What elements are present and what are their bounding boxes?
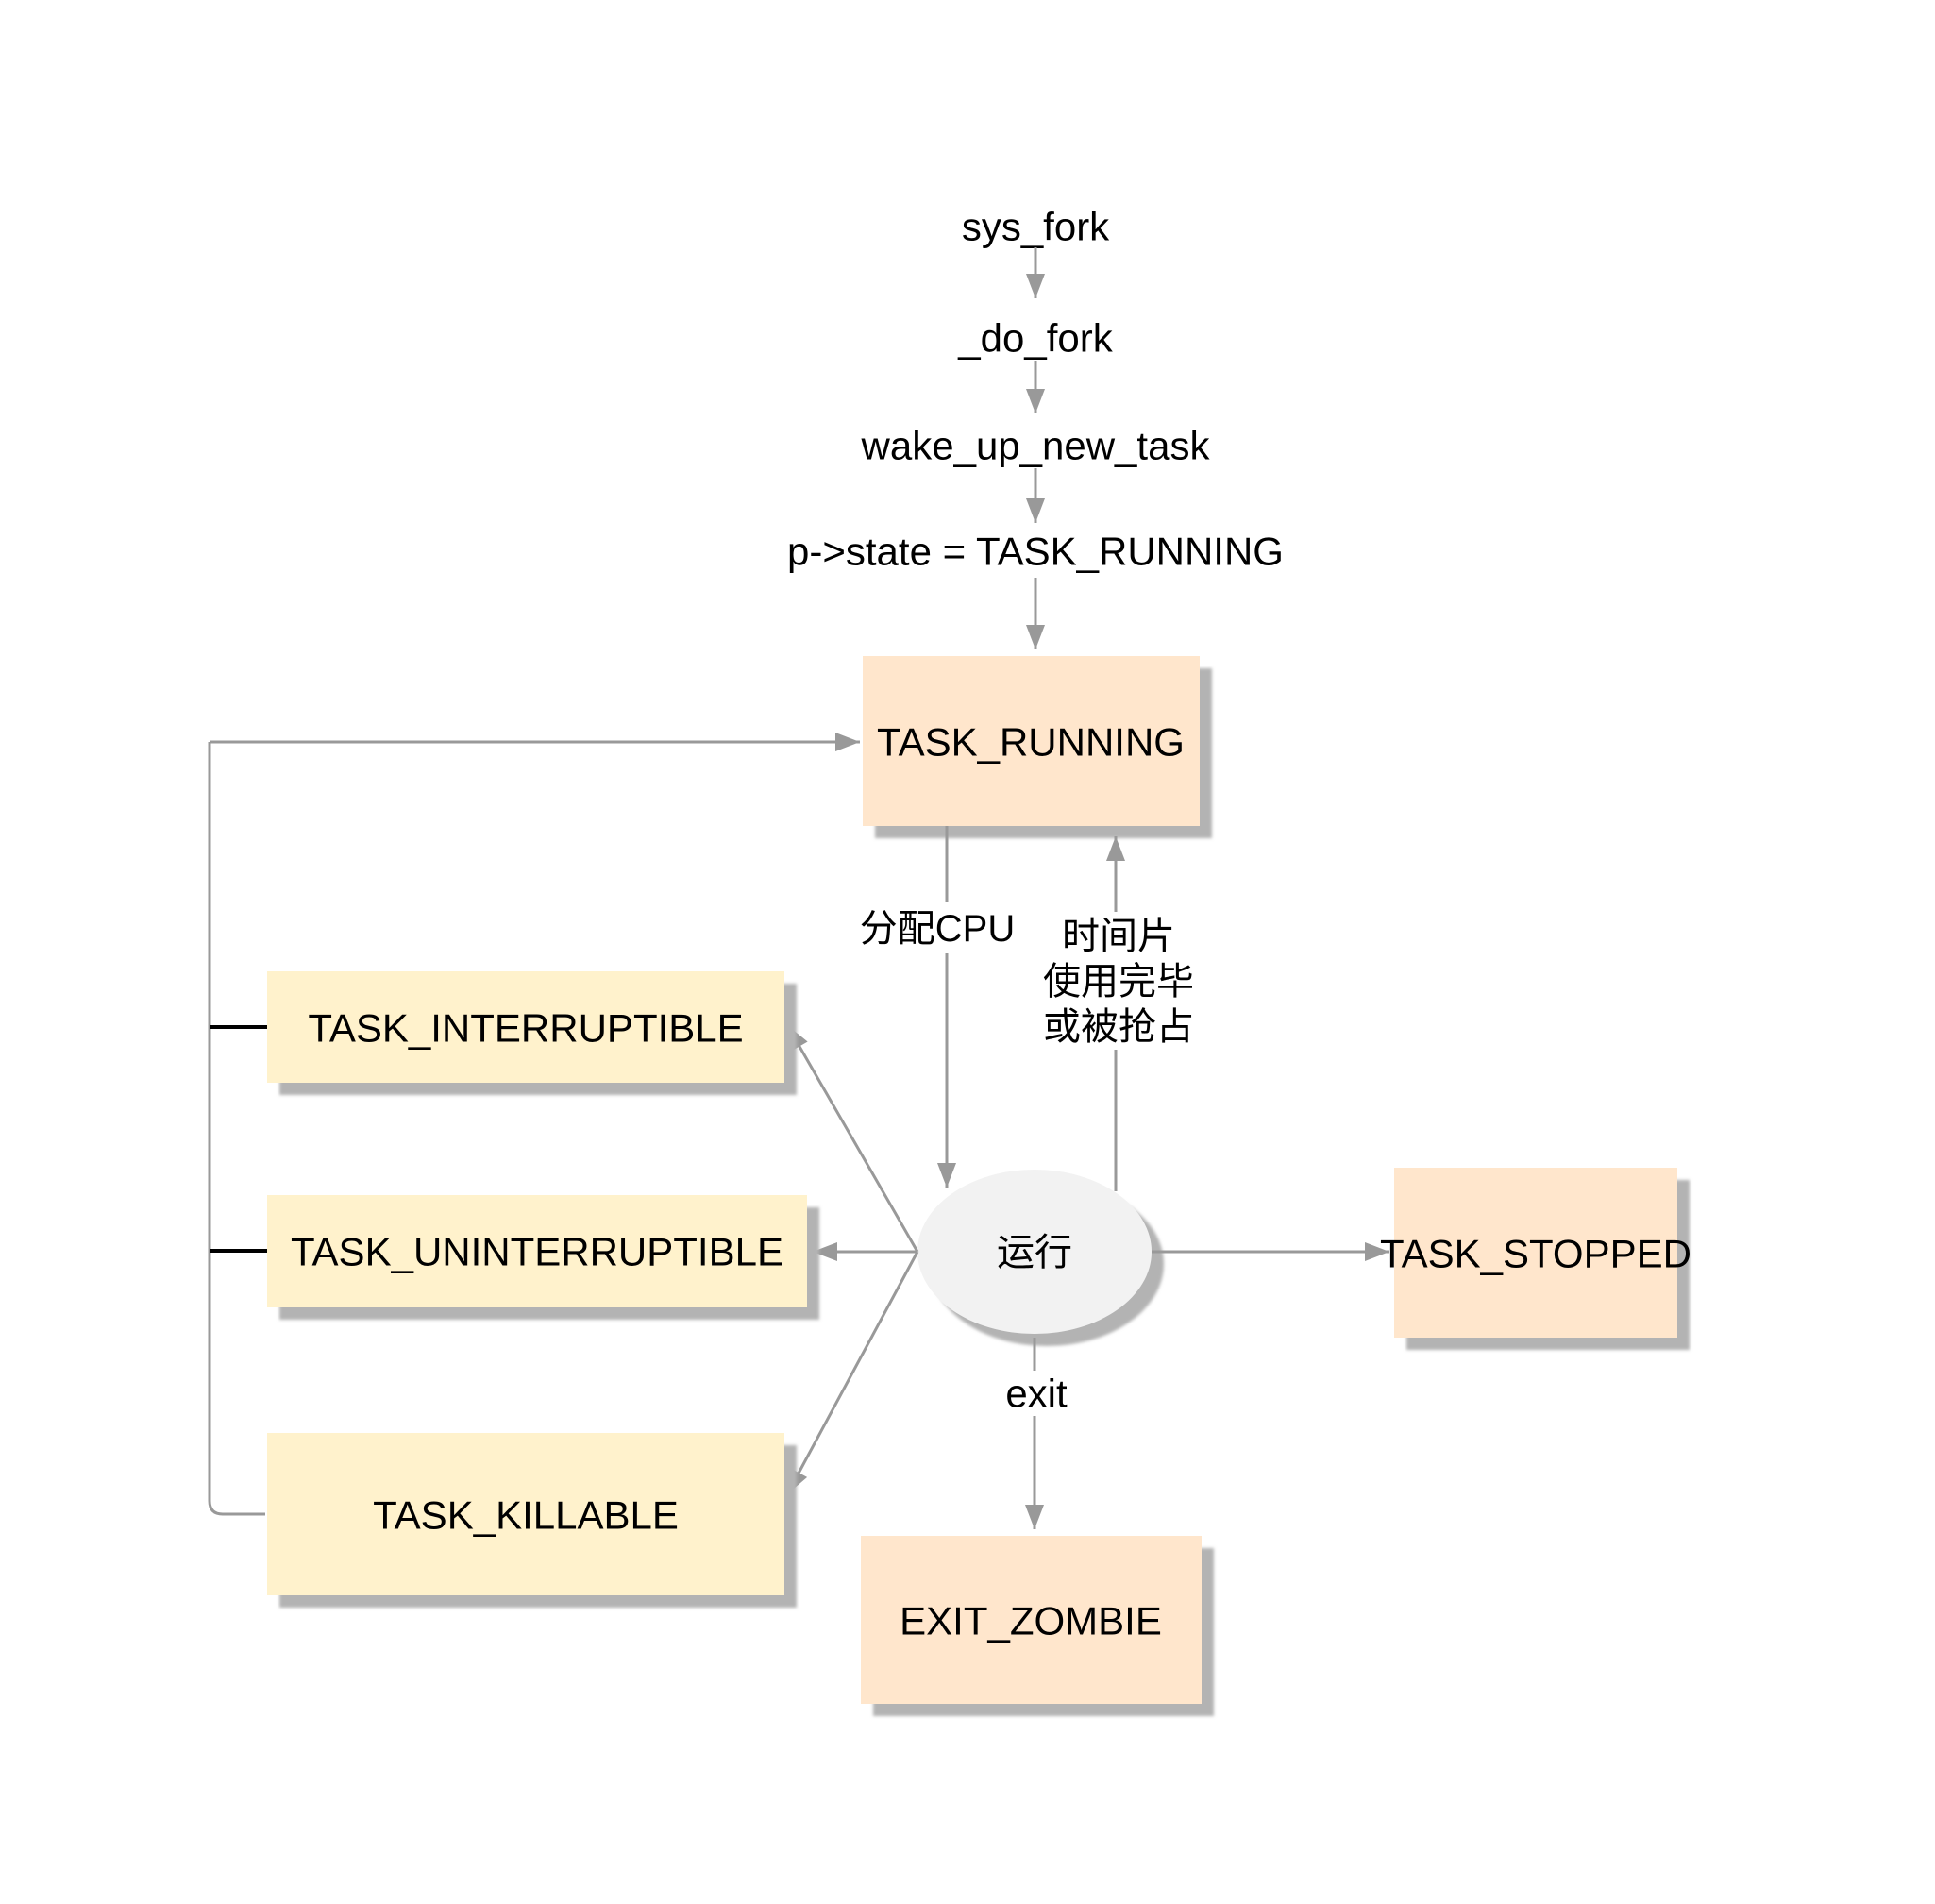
node-task-stopped: TASK_STOPPED <box>1380 1168 1691 1338</box>
task-interruptible-box <box>267 971 784 1083</box>
task-running-label: TASK_RUNNING <box>877 720 1185 765</box>
line-left-loop-vertical <box>208 742 265 1516</box>
exit-zombie-box <box>861 1536 1202 1704</box>
label-timeslice-line1: 时间片 <box>1062 916 1175 957</box>
task-stopped-label: TASK_STOPPED <box>1380 1232 1691 1276</box>
task-stopped-box <box>1394 1168 1677 1338</box>
task-uninterruptible-label: TASK_UNINTERRUPTIBLE <box>291 1230 783 1274</box>
label-timeslice-line2: 使用完毕 <box>1043 961 1194 1003</box>
label-timeslice-line3: 或被抢占 <box>1043 1006 1194 1048</box>
running-ellipse-shape <box>917 1170 1152 1334</box>
running-ellipse-label: 运行 <box>997 1232 1072 1273</box>
node-task-interruptible: TASK_INTERRUPTIBLE <box>267 971 784 1083</box>
node-running-ellipse: 运行 <box>917 1170 1152 1334</box>
label-do-fork: _do_fork <box>957 316 1113 361</box>
label-sys-fork: sys_fork <box>962 205 1110 249</box>
label-wake-up-new-task: wake_up_new_task <box>861 424 1211 468</box>
node-task-killable: TASK_KILLABLE <box>267 1433 784 1595</box>
arrow-to-interruptible <box>785 1024 919 1253</box>
task-killable-box <box>267 1433 784 1595</box>
node-task-uninterruptible: TASK_UNINTERRUPTIBLE <box>267 1195 807 1307</box>
task-running-box <box>863 656 1200 826</box>
label-allocate-cpu: 分配CPU <box>860 908 1015 950</box>
node-exit-zombie: EXIT_ZOMBIE <box>861 1536 1202 1704</box>
node-task-running: TASK_RUNNING <box>863 656 1200 826</box>
task-killable-label: TASK_KILLABLE <box>373 1493 679 1538</box>
task-uninterruptible-box <box>267 1195 807 1307</box>
task-interruptible-label: TASK_INTERRUPTIBLE <box>308 1006 743 1051</box>
label-exit: exit <box>1005 1372 1068 1416</box>
arrow-to-killable <box>785 1251 919 1495</box>
label-set-state: p->state = TASK_RUNNING <box>787 530 1284 574</box>
exit-zombie-label: EXIT_ZOMBIE <box>900 1599 1162 1643</box>
